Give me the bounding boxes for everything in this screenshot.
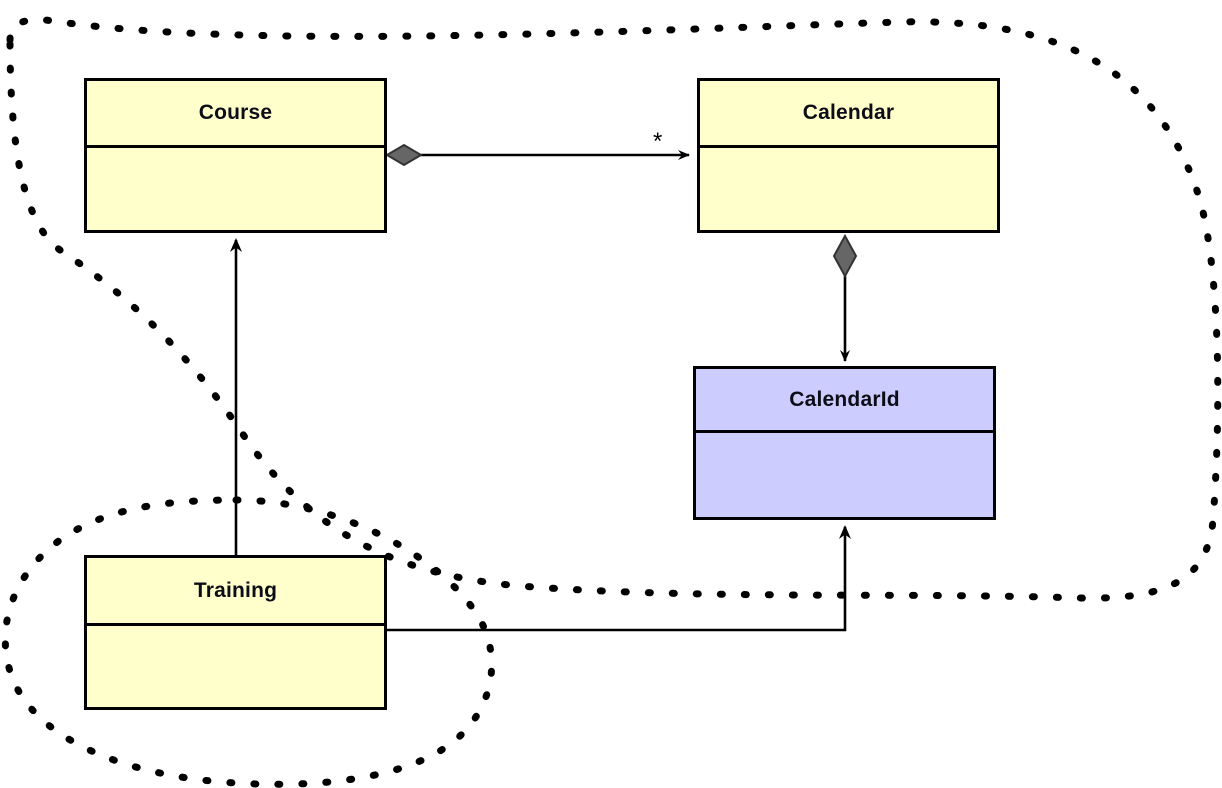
class-title-course: Course bbox=[198, 101, 273, 124]
class-title-calendar: Calendar bbox=[802, 101, 895, 124]
edge-training-to-calendarid bbox=[387, 525, 851, 632]
class-name-compartment-training: Training bbox=[87, 558, 384, 626]
multiplicity-label-calendar: * bbox=[653, 128, 663, 155]
class-attributes-compartment-calendarid bbox=[696, 433, 993, 517]
class-attributes-compartment-course bbox=[87, 148, 384, 230]
outer-boundary-dotted-curve bbox=[6, 16, 1222, 602]
class-box-calendar[interactable]: Calendar bbox=[697, 78, 1000, 233]
class-title-calendarid: CalendarId bbox=[789, 387, 900, 411]
composition-diamond-calendar bbox=[832, 233, 858, 279]
class-title-training: Training bbox=[193, 578, 278, 602]
class-attributes-compartment-training bbox=[87, 626, 384, 707]
class-name-compartment-calendar: Calendar bbox=[700, 81, 997, 148]
class-box-course[interactable]: Course bbox=[84, 78, 387, 233]
class-name-compartment-calendarid: CalendarId bbox=[696, 369, 993, 433]
class-name-compartment-course: Course bbox=[87, 81, 384, 148]
edge-calendar-to-calendarid bbox=[832, 233, 858, 362]
composition-diamond-course bbox=[385, 143, 423, 167]
class-box-training[interactable]: Training bbox=[84, 555, 387, 710]
class-attributes-compartment-calendar bbox=[700, 148, 997, 230]
class-box-calendarid[interactable]: CalendarId bbox=[693, 366, 996, 520]
inner-boundary-dotted-curve bbox=[1, 496, 496, 788]
edge-course-to-calendar bbox=[385, 143, 690, 167]
